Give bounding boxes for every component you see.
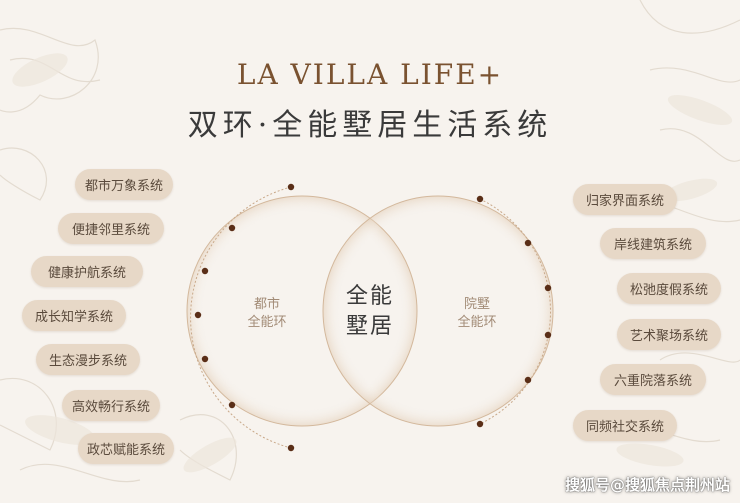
right-dot-1	[476, 195, 484, 203]
right-pill-5: 六重院落系统	[600, 364, 706, 395]
title-chinese: 双环·全能墅居生活系统	[187, 108, 553, 143]
left-pill-5: 生态漫步系统	[36, 344, 140, 375]
right-dot-3	[544, 284, 552, 292]
right-outer-arc	[479, 198, 551, 425]
right-ring-label-line1: 院墅	[463, 297, 490, 312]
left-dot-7	[287, 444, 295, 452]
right-dot-5	[524, 376, 532, 384]
left-dot-3	[201, 267, 209, 275]
left-pill-7: 政芯赋能系统	[78, 433, 174, 464]
left-ring-label-line1: 都市	[253, 297, 280, 312]
right-pill-4: 艺术聚场系统	[617, 319, 721, 350]
left-pill-6: 高效畅行系统	[62, 390, 160, 421]
left-dot-6	[228, 401, 236, 409]
left-dot-2	[228, 224, 236, 232]
right-pill-6: 同频社交系统	[573, 410, 677, 441]
right-dot-6	[476, 420, 484, 428]
left-outer-arc	[190, 186, 292, 449]
left-ring-label-line2: 全能环	[247, 315, 287, 330]
left-pill-1: 都市万象系统	[75, 169, 173, 200]
left-dot-4	[194, 311, 202, 319]
left-dot-1	[287, 183, 295, 191]
right-pill-1: 归家界面系统	[573, 184, 677, 215]
left-dot-5	[201, 355, 209, 363]
watermark: 搜狐号@搜狐焦点荆州站	[564, 476, 730, 494]
right-dot-2	[524, 239, 532, 247]
right-dot-4	[544, 331, 552, 339]
right-pill-2: 岸线建筑系统	[600, 228, 706, 259]
center-label-line1: 全能	[345, 284, 394, 309]
center-label: 全能 墅居	[330, 282, 410, 342]
left-pill-4: 成长知学系统	[22, 300, 126, 331]
title-english: LA VILLA LIFE+	[236, 58, 504, 91]
left-ring-label: 都市 全能环	[232, 296, 302, 332]
center-label-line2: 墅居	[345, 314, 394, 339]
right-ring	[322, 195, 554, 427]
right-ring-label-line2: 全能环	[457, 315, 497, 330]
left-pill-2: 便捷邻里系统	[58, 213, 164, 244]
right-ring-label: 院墅 全能环	[442, 296, 512, 332]
right-pill-3: 松弛度假系统	[617, 273, 721, 304]
left-pill-3: 健康护航系统	[31, 256, 143, 287]
